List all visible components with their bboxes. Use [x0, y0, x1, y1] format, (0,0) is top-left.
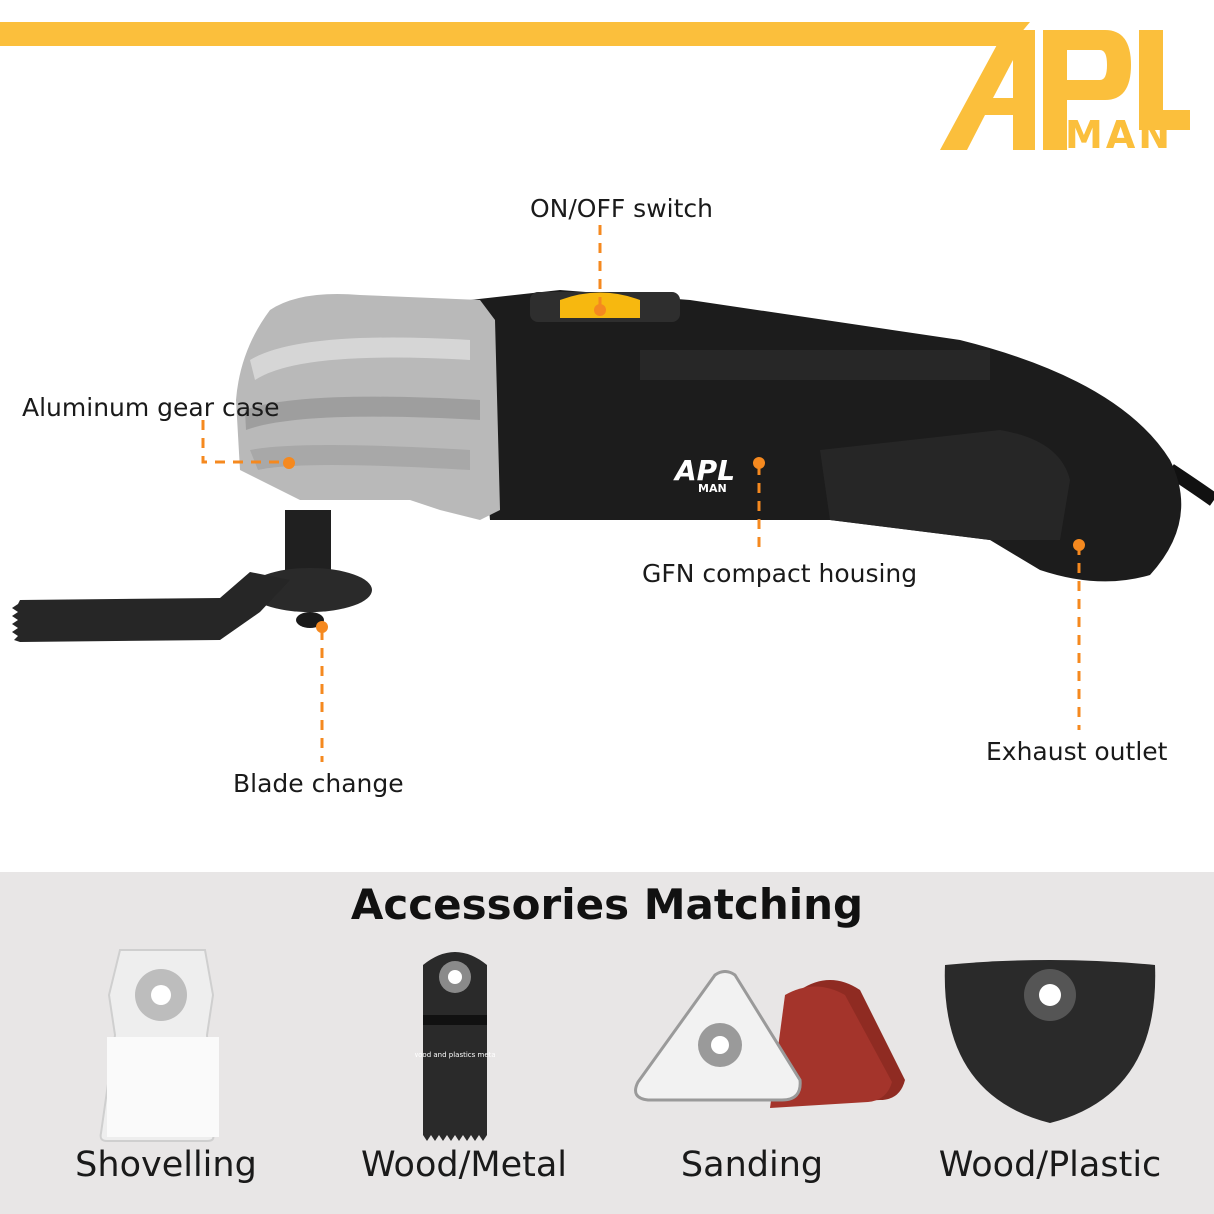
logo-man-text: MAN: [1065, 113, 1173, 157]
oscillating-tool-image: APL MAN: [12, 290, 1214, 642]
callout-housing: GFN compact housing: [642, 559, 918, 588]
segment-saw-blade-icon: [944, 960, 1156, 1123]
top-accent-bar: [0, 22, 1030, 46]
housing-logo-subtext: MAN: [698, 482, 727, 495]
accessory-label-sanding: Sanding: [680, 1145, 824, 1185]
accessory-sanding: [630, 935, 905, 1205]
accessory-scraper: [95, 935, 365, 1205]
callout-exhaust-outlet: Exhaust outlet: [986, 737, 1168, 766]
accessory-label-wood-metal: Wood/Metal: [360, 1145, 568, 1185]
accessories-title: Accessories Matching: [350, 880, 864, 929]
plunge-saw-blade-icon: wood and plastics metal: [415, 952, 495, 1141]
housing-logo-text: APL: [673, 454, 735, 487]
accessory-plunge-blade: wood and plastics metal: [415, 935, 685, 1205]
brand-logo: MAN: [935, 20, 1195, 160]
sanding-pad-icon: [634, 970, 905, 1108]
scraper-blade-icon: [99, 949, 219, 1142]
accessory-label-shovelling: Shovelling: [75, 1145, 257, 1185]
callout-blade-change: Blade change: [233, 769, 404, 798]
callout-gear-case: Aluminum gear case: [22, 393, 280, 422]
callout-on-off-switch: ON/OFF switch: [530, 194, 713, 223]
accessory-segment-blade: [940, 935, 1210, 1205]
accessory-label-wood-plastic: Wood/Plastic: [938, 1145, 1162, 1185]
blade-printed-text: wood and plastics metal: [415, 1051, 495, 1059]
